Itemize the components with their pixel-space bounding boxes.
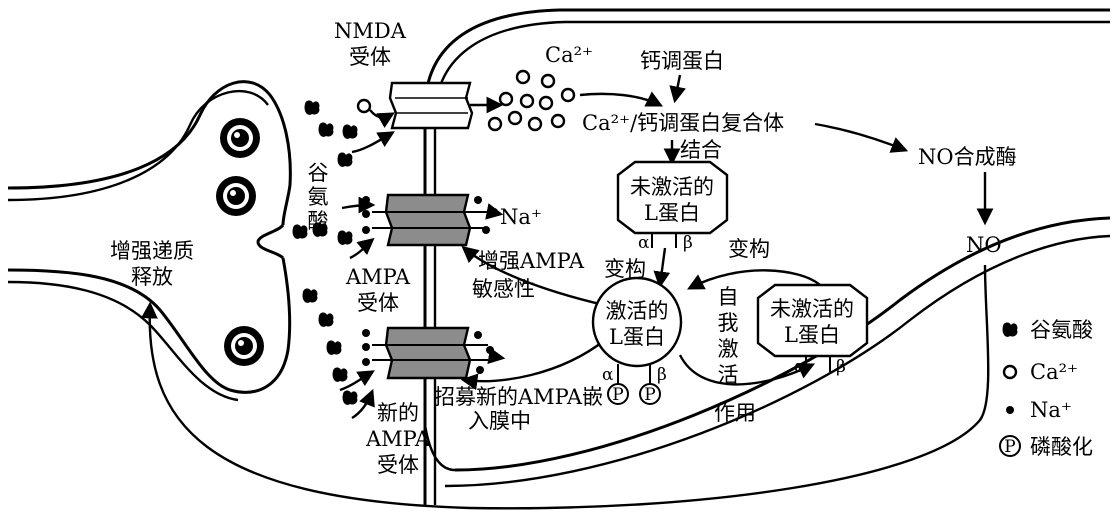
vesicle: [224, 326, 264, 366]
ca-ion-icon: [1002, 364, 1018, 380]
alpha-label: α: [638, 233, 650, 253]
beta-label: β: [836, 357, 846, 377]
bind-label: 结合: [680, 138, 722, 162]
retrograde-arrow: [141, 264, 990, 510]
active-l-protein: P P: [591, 276, 683, 405]
legend-label-2: Na⁺: [1030, 398, 1072, 422]
complex-label: Ca²⁺/钙调蛋白复合体: [582, 111, 784, 135]
legend-label-3: 磷酸化: [1030, 435, 1093, 459]
ca-label: Ca²⁺: [545, 43, 593, 67]
legend: 谷氨酸 Ca²⁺ Na⁺ P 磷酸化: [999, 318, 1093, 459]
self-activation-2: 我: [718, 311, 739, 335]
phosphorylation-icon: P: [999, 435, 1021, 457]
inactive-l-protein-2: [756, 283, 869, 372]
inactive-l-2-line1: 未激活的: [770, 297, 854, 321]
inactive-l-protein-1: [616, 160, 729, 248]
self-activation-1: 自: [718, 285, 739, 309]
glutamate-icon: [1002, 322, 1018, 337]
alpha-label: α: [602, 365, 614, 385]
glutamate-label-1: 谷: [308, 161, 329, 185]
ca-ions: [356, 69, 576, 132]
inactive-l-1-line1: 未激活的: [630, 175, 714, 199]
glutamate-label-3: 酸: [308, 209, 329, 233]
new-ampa-line1: 新的: [377, 401, 419, 425]
nmda-receptor: [388, 81, 474, 130]
beta-label: β: [657, 365, 667, 385]
inactive-l-1-line2: L蛋白: [644, 201, 700, 225]
synaptic-vesicles: [216, 118, 264, 366]
phosphorylation-icon: P: [607, 383, 629, 405]
recruit-line1: 招募新的AMPA嵌: [434, 385, 603, 409]
ampa-receptor: [372, 193, 488, 247]
phosphorylation-icon: P: [639, 383, 661, 405]
ampa-receptor-line2: 受体: [357, 291, 399, 315]
nmda-receptor-label-1: NMDA: [334, 19, 407, 43]
flow-arrows: [339, 74, 994, 420]
vesicle: [220, 118, 260, 158]
no-synthase-label: NO合成酶: [918, 145, 1017, 169]
nmda-receptor-label-2: 受体: [349, 45, 391, 69]
self-activation-3: 激: [718, 337, 739, 361]
glutamate-label-2: 氨: [308, 185, 329, 209]
calmodulin-label: 钙调蛋白: [640, 49, 724, 73]
phospho-mark: P: [612, 385, 623, 405]
self-activation-5: 作用: [714, 401, 756, 425]
self-activation-4: 活: [718, 363, 739, 387]
new-ampa-receptor: [372, 326, 488, 380]
no-label: NO: [966, 233, 1002, 257]
recruit-line2: 入膜中: [468, 409, 531, 433]
conformation-label-2: 变构: [728, 237, 770, 261]
vesicle: [216, 176, 256, 216]
phospho-mark: P: [644, 385, 655, 405]
enhance-ampa-line1: 增强AMPA: [478, 249, 585, 273]
active-l-line1: 激活的: [606, 299, 669, 323]
ampa-receptor-line1: AMPA: [345, 265, 411, 289]
enhance-ampa-line2: 敏感性: [472, 277, 535, 301]
phospho-mark: P: [1004, 437, 1015, 457]
inactive-l-2-line2: L蛋白: [784, 323, 840, 347]
active-l-line2: L蛋白: [609, 325, 665, 349]
alpha-label: α: [794, 357, 806, 377]
na-ion-icon: [1006, 406, 1014, 414]
new-ampa-line2: AMPA: [365, 427, 431, 451]
new-ampa-line3: 受体: [377, 453, 419, 477]
conformation-label-1: 变构: [604, 257, 646, 281]
beta-label: β: [683, 233, 693, 253]
legend-label-1: Ca²⁺: [1030, 360, 1078, 384]
glutamate-molecules: [292, 100, 358, 405]
legend-label-0: 谷氨酸: [1030, 318, 1093, 342]
enhance-release-2: 释放: [131, 265, 173, 289]
enhance-release-1: 增强递质: [110, 239, 194, 263]
na-label: Na⁺: [500, 205, 542, 229]
